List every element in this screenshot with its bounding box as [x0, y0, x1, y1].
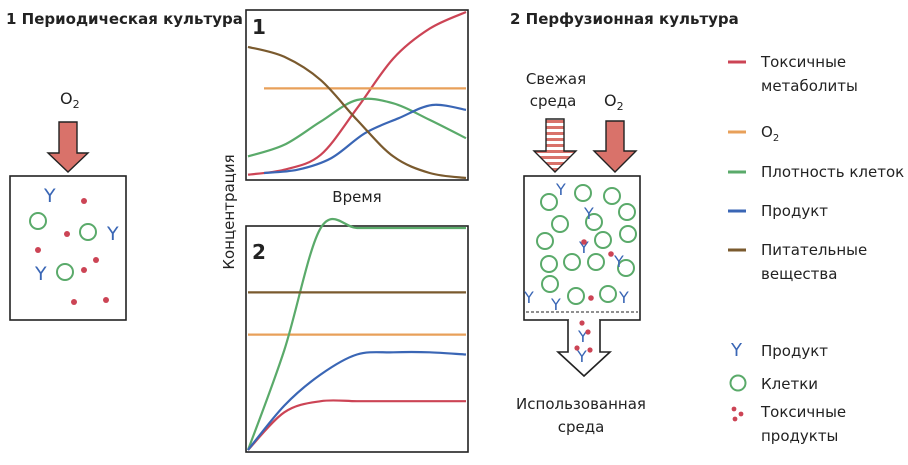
toxic-marker [93, 257, 99, 263]
legend-nutrients-line1: Питательные [761, 241, 867, 259]
legend-cell-density: Плотность клеток [761, 163, 904, 181]
y-axis-label: Концентрация [220, 154, 238, 269]
toxic-marker [574, 345, 580, 351]
batch-vessel [9, 175, 127, 321]
chart1-number: 1 [252, 15, 266, 39]
cell-marker [540, 193, 558, 211]
product-marker: Y [583, 204, 594, 223]
batch-vessel-contents: Y Y Y [29, 185, 119, 305]
cell-marker [618, 203, 636, 221]
chart1-line-cells [247, 97, 467, 158]
legend-toxic-line2: метаболиты [761, 77, 858, 95]
chart2-number: 2 [252, 240, 266, 264]
chart1-line-product [263, 103, 467, 175]
cell-marker [617, 259, 635, 277]
toxic-marker [64, 231, 70, 237]
o2-label-batch: O2 [60, 89, 80, 111]
cell-marker [79, 223, 97, 241]
product-marker: Y [34, 263, 47, 285]
toxic-marker [81, 198, 87, 204]
chart-panel-1: 1 [245, 9, 469, 181]
legend-product: Продукт [761, 202, 828, 220]
symbol-legend-toxic-line1: Токсичные [760, 403, 846, 421]
toxic-symbol [738, 411, 744, 417]
toxic-symbol [732, 416, 738, 422]
cell-marker [29, 212, 47, 230]
chart2-line-toxic [247, 399, 466, 451]
product-marker: Y [555, 180, 566, 199]
product-marker: Y [613, 252, 624, 271]
cell-marker [587, 253, 605, 271]
chart2-series [246, 217, 467, 451]
product-marker: Y [576, 347, 587, 366]
legend-o2: O2 [761, 123, 779, 144]
cell-marker [541, 275, 559, 293]
toxic-marker [608, 251, 614, 257]
cell-marker [574, 184, 592, 202]
product-marker: Y [618, 288, 629, 307]
product-marker: Y [578, 238, 589, 257]
symbol-legend-toxic-line2: продукты [761, 427, 838, 445]
line-legend: Токсичные метаболиты O2 Плотность клеток… [728, 53, 904, 283]
chart1-series [247, 10, 467, 180]
section1-title: 1 Периодическая культура [6, 10, 243, 28]
cell-marker [603, 187, 621, 205]
cell-marker [619, 225, 637, 243]
symbol-legend-product: Продукт [761, 342, 828, 360]
toxic-marker [588, 295, 594, 301]
toxic-marker [81, 267, 87, 273]
chart1-line-toxic [247, 10, 467, 176]
cell-marker [567, 287, 585, 305]
toxic-marker [579, 320, 585, 326]
legend-nutrients-line2: вещества [761, 265, 837, 283]
toxic-marker [585, 329, 591, 335]
outflow-gap [569, 318, 599, 322]
used-medium-label-line1: Использованная [516, 395, 646, 413]
toxic-marker [587, 347, 593, 353]
fresh-medium-label-line2: среда [530, 92, 577, 110]
x-axis-label: Время [332, 188, 381, 206]
fresh-medium-arrow [532, 118, 578, 173]
cell-symbol [729, 374, 747, 392]
o2-label-perfusion: O2 [604, 91, 624, 113]
o2-arrow-batch [46, 121, 90, 173]
cell-marker [551, 215, 569, 233]
cell-marker [56, 263, 74, 281]
toxic-marker [103, 297, 109, 303]
chart1-frame [245, 9, 469, 181]
cell-marker [536, 232, 554, 250]
cell-marker [540, 255, 558, 273]
toxic-marker [581, 239, 587, 245]
chart-panel-2: 2 [245, 217, 469, 453]
symbol-legend: Y Продукт Клетки Токсичные продукты [729, 340, 846, 445]
product-marker: Y [577, 327, 588, 346]
chart2-line-cells [246, 217, 466, 451]
section2-title: 2 Перфузионная культура [510, 10, 739, 28]
chart1-line-nutrients [247, 45, 467, 180]
chart2-line-product [247, 350, 467, 451]
toxic-marker [35, 247, 41, 253]
toxic-marker [71, 299, 77, 305]
product-marker: Y [43, 185, 56, 207]
cell-marker [594, 231, 612, 249]
used-medium-label-line2: среда [558, 418, 605, 436]
product-marker: Y [550, 295, 561, 314]
product-marker: Y [523, 288, 534, 307]
outflow-arrow [555, 320, 613, 378]
cell-marker [599, 285, 617, 303]
toxic-symbol [731, 406, 737, 412]
chart2-frame [245, 225, 469, 453]
product-symbol: Y [730, 340, 743, 361]
symbol-legend-cells: Клетки [761, 375, 818, 393]
fresh-medium-label-line1: Свежая [526, 70, 586, 88]
cell-marker [585, 213, 603, 231]
o2-arrow-perfusion [592, 120, 638, 173]
cell-marker [563, 253, 581, 271]
product-marker: Y [106, 223, 119, 245]
legend-toxic-line1: Токсичные [760, 53, 846, 71]
